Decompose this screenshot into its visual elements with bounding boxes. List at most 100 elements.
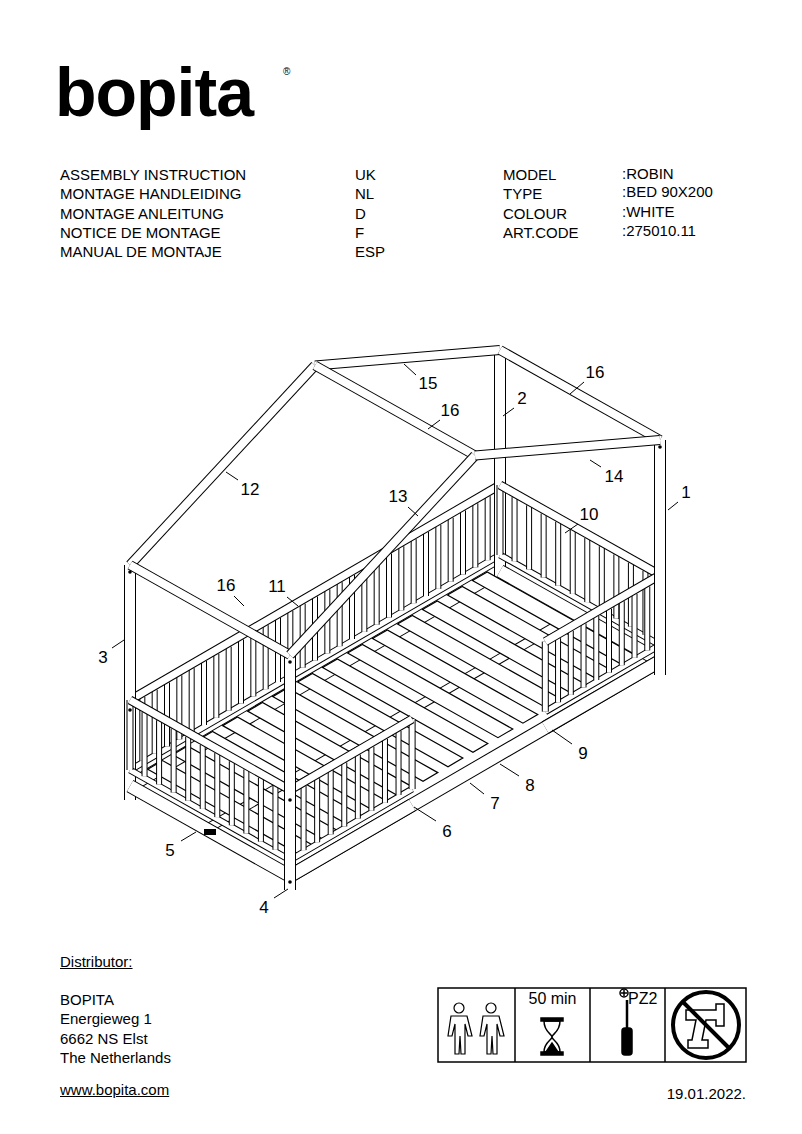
roof-rafter xyxy=(290,456,475,656)
back-guard-spindle xyxy=(165,683,169,747)
back-guard-spindle xyxy=(411,539,417,603)
front-guard-bottom-rail xyxy=(545,661,660,728)
screw-dot xyxy=(288,880,292,884)
back-guard-spindle xyxy=(448,518,454,582)
foot-guard-spindle xyxy=(570,530,576,594)
head-guard-spindle xyxy=(215,753,219,817)
back-guard-spindle xyxy=(338,582,342,646)
head-guard-spindle xyxy=(243,769,249,833)
spec-value: :WHITE xyxy=(622,204,675,219)
head-guard-spindle xyxy=(185,737,191,801)
leader-line xyxy=(274,889,288,898)
foot-guard-spindle xyxy=(513,497,517,561)
head-guard-spindle xyxy=(157,720,161,784)
front-guard-bottom-rail xyxy=(290,805,412,876)
leader-line xyxy=(181,832,196,841)
front-guard-spindle xyxy=(594,616,598,680)
leader-line xyxy=(565,524,578,533)
back-guard-spindle xyxy=(460,511,466,575)
back-guard-spindle xyxy=(472,503,478,567)
foot-guard-top-rail xyxy=(500,485,660,575)
front-rail xyxy=(290,661,660,876)
foot-guard-spindle xyxy=(584,538,590,602)
foot-guard-spindle xyxy=(526,505,532,569)
roof-rail xyxy=(130,565,290,655)
front-guard-top-rail xyxy=(290,719,412,790)
address-line: 6662 NS Elst xyxy=(60,1031,148,1046)
foot-guard-spindle xyxy=(571,530,575,594)
panel-divider xyxy=(589,988,591,1062)
head-guard-spindle xyxy=(142,712,148,776)
callout-number: 7 xyxy=(488,795,501,812)
back-guard-spindle xyxy=(227,647,231,711)
back-guard-spindle xyxy=(190,668,194,732)
head-guard-spindle xyxy=(214,753,220,817)
head-guard-spindle xyxy=(156,720,162,784)
back-guard-spindle xyxy=(386,554,392,618)
tool-panel xyxy=(438,988,746,1062)
tool-panel-cell: PZ2 xyxy=(591,989,664,1061)
front-guard-spindle xyxy=(620,601,624,665)
bed-drawing xyxy=(128,350,662,890)
head-guard-spindle xyxy=(200,745,206,809)
roof-rafter xyxy=(475,440,660,456)
front-guard-spindle xyxy=(356,755,360,819)
back-guard-spindle xyxy=(337,582,343,646)
date-stamp: 19.01.2022. xyxy=(667,1086,746,1101)
front-guard-spindle xyxy=(568,631,574,695)
back-guard-spindle xyxy=(387,554,391,618)
callout-number: 3 xyxy=(96,649,109,666)
spec-key: MODEL xyxy=(503,167,556,182)
foot-guard-spindle xyxy=(600,546,604,610)
front-guard-spindle xyxy=(397,731,401,795)
front-guard-lower-rail xyxy=(290,789,412,860)
head-guard-spindle xyxy=(244,769,248,833)
back-guard-end xyxy=(497,485,504,555)
front-guard-spindle xyxy=(369,747,373,811)
back-guard-spindle xyxy=(238,640,244,704)
front-guard-bottom-rail xyxy=(545,661,660,728)
front-guard-lower-rail xyxy=(290,789,412,860)
front-guard-spindle xyxy=(382,739,388,803)
language-title: MANUAL DE MONTAJE xyxy=(60,244,222,259)
foot-guard-spindle xyxy=(527,505,531,569)
head-guard-bottom-rail xyxy=(130,786,290,876)
foot-guard-spindle xyxy=(613,554,619,618)
roof-rafter xyxy=(130,366,315,566)
head-guard-lower-rail xyxy=(130,770,290,860)
leader-line xyxy=(428,420,440,429)
front-guard-top-rail xyxy=(290,719,412,790)
back-guard-spindle xyxy=(423,532,429,596)
front-guard-spindle xyxy=(368,747,374,811)
screw-dot xyxy=(658,445,662,449)
callout-number: 2 xyxy=(515,390,528,407)
front-guard-spindle xyxy=(619,601,625,665)
front-guard-spindle xyxy=(633,594,637,658)
callout-number: 15 xyxy=(417,375,440,392)
spec-key: TYPE xyxy=(503,186,542,201)
front-guard-lower-rail xyxy=(545,645,660,712)
bed-post xyxy=(495,350,505,585)
head-guard-lower-rail xyxy=(130,770,290,860)
language-code: ESP xyxy=(355,244,385,259)
foot-guard-spindle xyxy=(542,514,546,578)
two-persons-icon xyxy=(448,1003,504,1054)
front-guard-spindle xyxy=(315,778,319,842)
head-guard-spindle xyxy=(272,786,278,850)
panel-text: PZ2 xyxy=(591,991,664,1007)
callout-number: 1 xyxy=(679,484,692,501)
foot-guard-spindle xyxy=(599,546,605,610)
panel-text: 50 min xyxy=(516,991,589,1007)
bed-post xyxy=(125,565,135,800)
screw-dot xyxy=(128,570,132,574)
front-guard-spindle xyxy=(383,739,387,803)
roof-rafter xyxy=(315,350,500,366)
back-guard-spindle xyxy=(251,632,255,696)
spec-value: :ROBIN xyxy=(622,166,674,181)
roof-ridge xyxy=(315,366,475,456)
panel-frame xyxy=(438,988,746,1062)
website-link: www.bopita.com xyxy=(60,1082,169,1097)
front-guard-spindle xyxy=(355,755,361,819)
callout-number: 16 xyxy=(215,577,238,594)
brand-logo: bopita xyxy=(55,58,253,126)
